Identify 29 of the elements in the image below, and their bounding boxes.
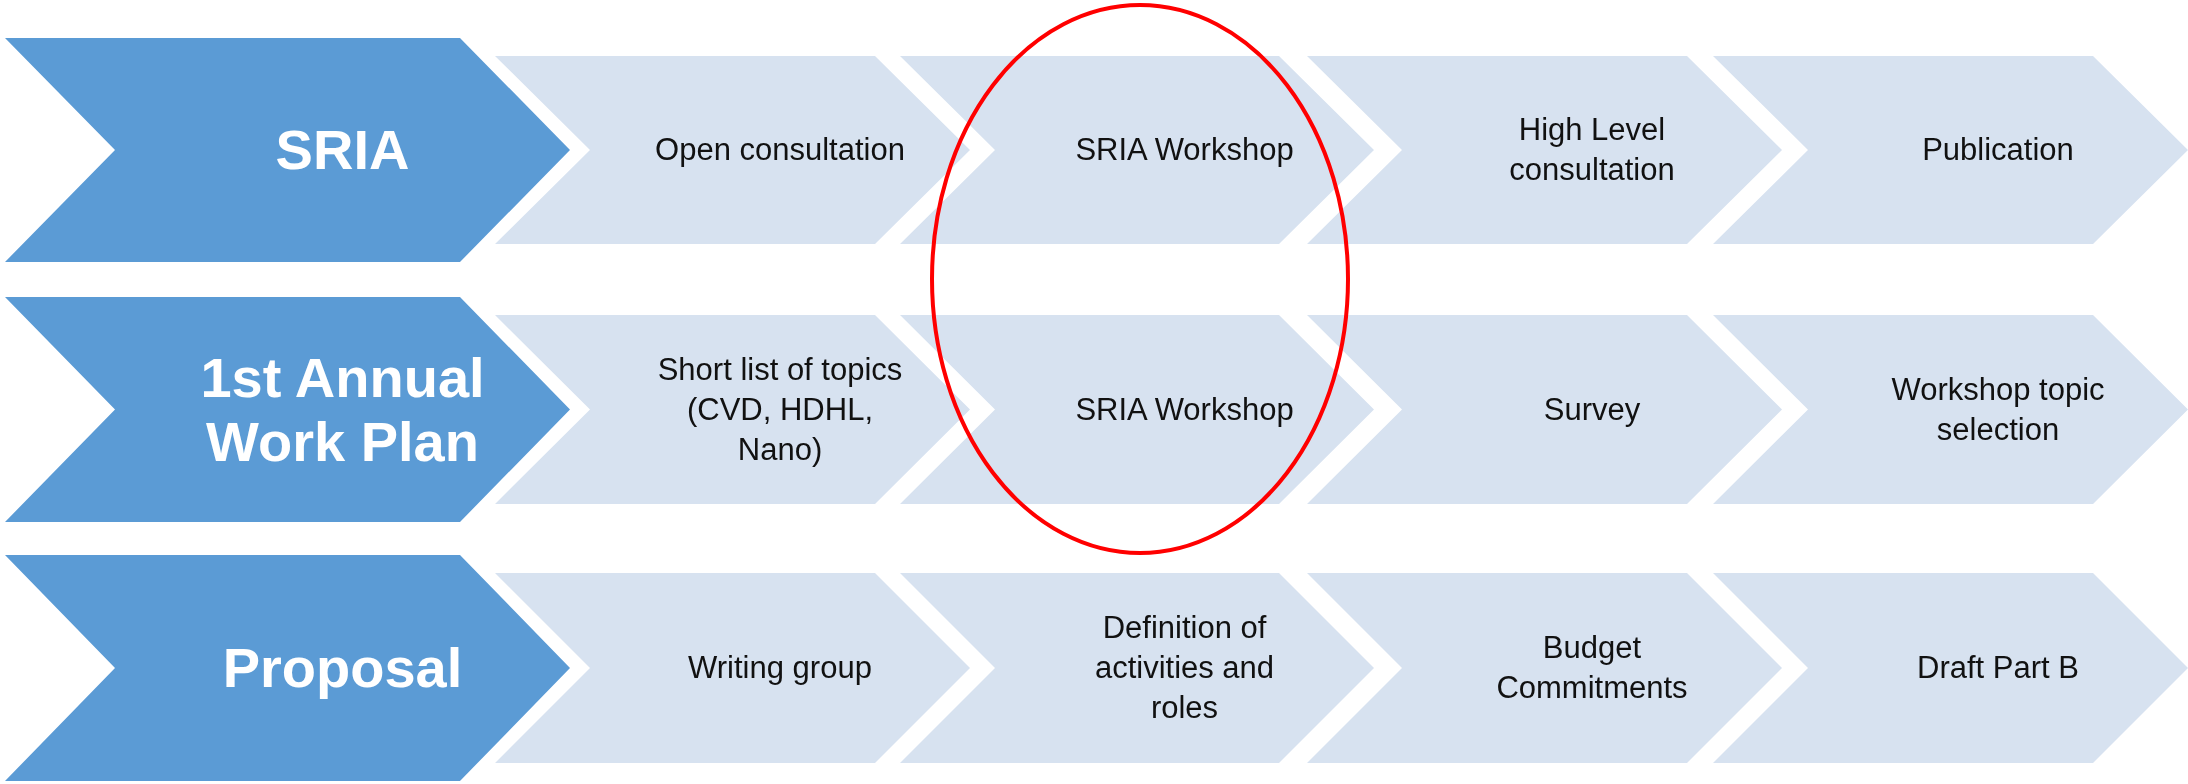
step-box: [1307, 56, 1782, 244]
step-box: [900, 315, 1374, 504]
step-box: [495, 56, 970, 244]
step-label: Budget Commitments: [1495, 629, 1689, 707]
phase-title: 1st Annual Work Plan: [199, 345, 486, 474]
step-label: Survey: [1542, 390, 1642, 429]
step-box: [900, 573, 1374, 763]
step-box: [495, 315, 970, 504]
step-label: SRIA Workshop: [1074, 390, 1295, 429]
step-box: [1713, 315, 2188, 504]
step-box: [1307, 573, 1782, 763]
step-label: Open consultation: [655, 131, 905, 169]
step-label: Definition of activities and roles: [1093, 609, 1276, 727]
step-label: High Level consultation: [1508, 111, 1676, 189]
step-label: Writing group: [687, 649, 873, 687]
step-label: Draft Part B: [1916, 649, 2080, 687]
step-box: [1307, 315, 1782, 504]
phase-title: Proposal: [221, 636, 464, 700]
phase-banner: [5, 38, 570, 262]
step-box: [495, 573, 970, 763]
phase-banner: [5, 555, 570, 781]
step-label: Workshop topic selection: [1890, 370, 2106, 449]
step-label: SRIA Workshop: [1074, 131, 1295, 169]
phase-banner: [5, 297, 570, 522]
step-box: [1713, 56, 2188, 244]
step-label: Publication: [1921, 131, 2075, 169]
step-box: [1713, 573, 2188, 763]
phase-title: SRIA: [274, 118, 411, 182]
step-label: Short list of topics (CVD, HDHL, Nano): [656, 350, 904, 469]
